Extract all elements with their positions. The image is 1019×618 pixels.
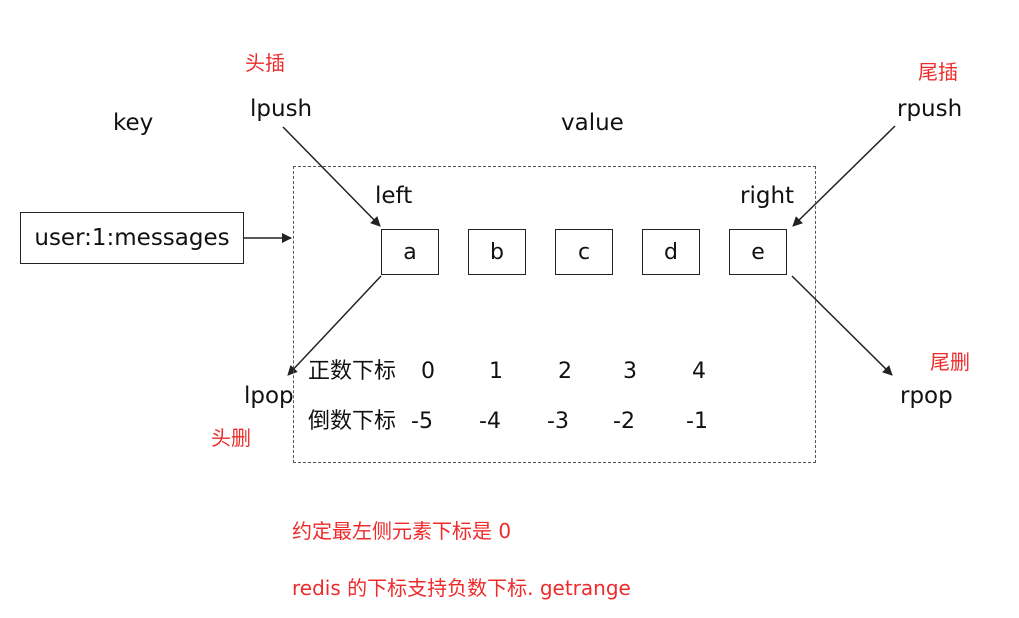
head-insert-annotation: 头插 [245,51,285,75]
list-element-d: d [642,229,700,275]
note-negative-index: redis 的下标支持负数下标. getrange [292,576,631,600]
positive-index-3: 3 [623,359,637,384]
negative-index-2: -3 [547,409,569,434]
head-delete-annotation: 头删 [211,426,251,450]
negative-index-3: -2 [613,409,635,434]
value-label: value [561,110,624,136]
key-label: key [113,110,154,136]
negative-index-1: -4 [479,409,501,434]
negative-index-4: -1 [686,409,708,434]
list-element-b: b [468,229,526,275]
lpop-arrow [287,275,382,376]
key-box: user:1:messages [20,212,244,264]
lpop-label: lpop [244,383,294,409]
negative-index-0: -5 [411,409,433,434]
tail-insert-annotation: 尾插 [918,60,958,84]
tail-delete-annotation: 尾删 [930,350,970,374]
positive-index-4: 4 [692,359,706,384]
lpush-arrow [282,126,381,227]
positive-index-1: 1 [489,359,503,384]
lpush-label: lpush [250,96,313,122]
list-element-e: e [729,229,787,275]
rpop-label: rpop [900,383,953,409]
note-leftmost-index: 约定最左侧元素下标是 0 [292,519,512,543]
positive-index-0: 0 [421,359,435,384]
negative-index-label: 倒数下标 [308,409,397,434]
list-element-a: a [381,229,439,275]
left-label: left [375,183,413,209]
rpush-label: rpush [897,96,963,122]
positive-index-2: 2 [558,359,572,384]
positive-index-label: 正数下标 [308,359,397,384]
list-element-c: c [555,229,613,275]
value-container [293,166,816,463]
right-label: right [740,183,795,209]
rpop-arrow [791,275,893,376]
rpush-arrow [792,125,896,227]
